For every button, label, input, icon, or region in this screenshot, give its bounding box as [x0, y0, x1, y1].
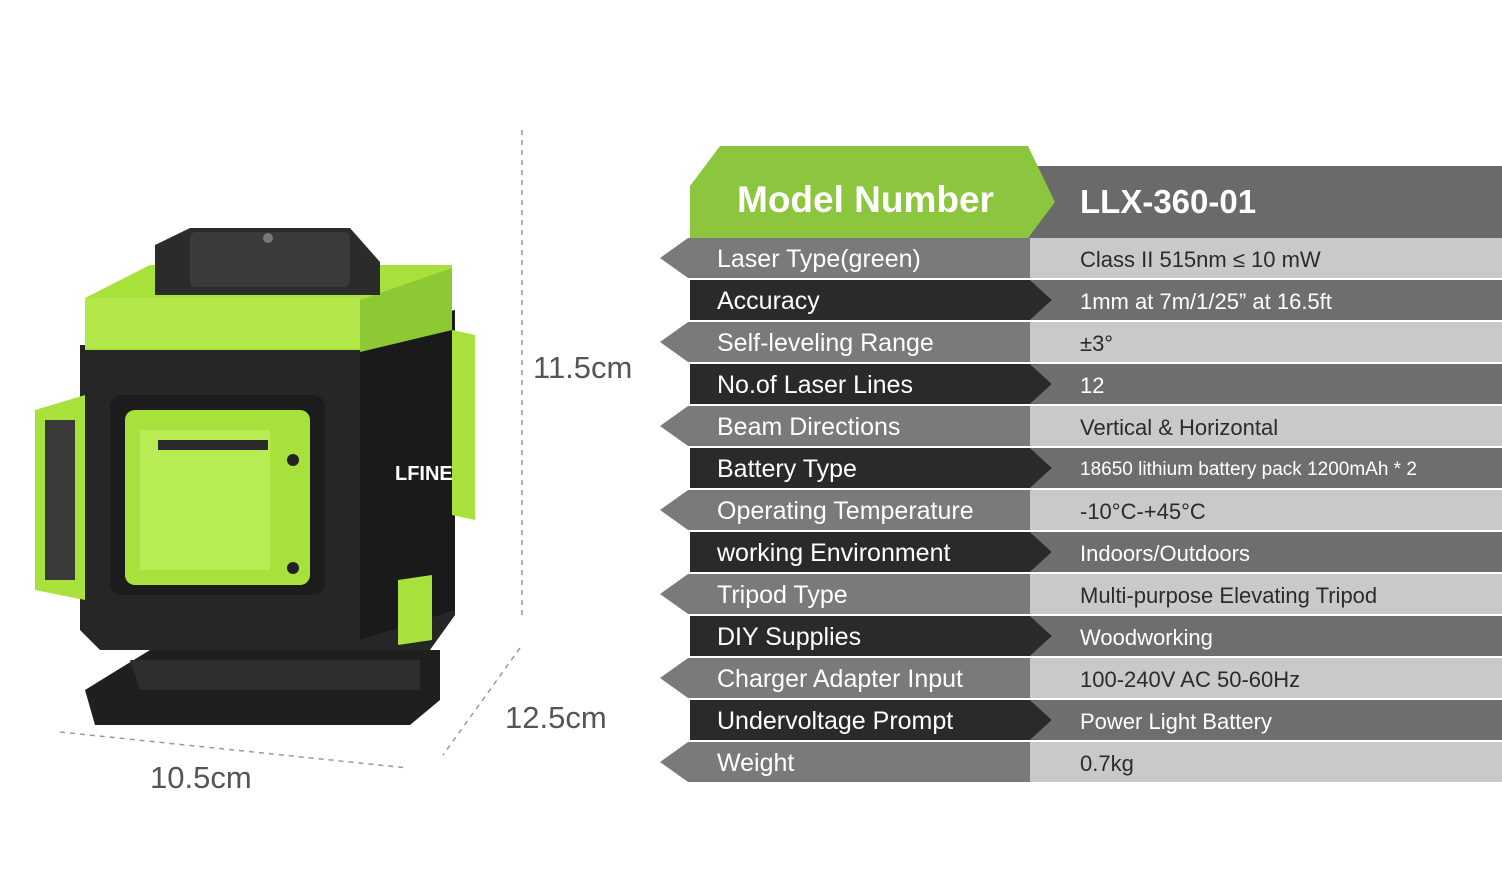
- spec-label: Laser Type(green): [717, 245, 921, 273]
- model-number-value: LLX-360-01: [1080, 183, 1257, 220]
- spec-row: No.of Laser Lines 12: [660, 364, 1502, 404]
- spec-value: 1mm at 7m/1/25” at 16.5ft: [1080, 289, 1332, 314]
- spec-table: Model Number LLX-360-01 Laser Type(green…: [660, 146, 1502, 792]
- spec-value: Indoors/Outdoors: [1080, 541, 1250, 566]
- spec-value: 100-240V AC 50-60Hz: [1080, 667, 1301, 692]
- spec-value: 0.7kg: [1080, 751, 1134, 776]
- spec-row-background: [690, 448, 1502, 488]
- spec-label: DIY Supplies: [717, 623, 862, 651]
- spec-row: Weight 0.7kg: [660, 742, 1502, 782]
- spec-value: Woodworking: [1080, 625, 1213, 650]
- spec-row-background: [660, 658, 1502, 698]
- spec-row: Accuracy 1mm at 7m/1/25” at 16.5ft: [660, 280, 1502, 320]
- depth-dimension-label: 12.5cm: [505, 700, 607, 735]
- spec-value: -10°C-+45°C: [1080, 499, 1206, 524]
- spec-row-background: [660, 490, 1502, 530]
- spec-label: Self-leveling Range: [717, 329, 934, 357]
- spec-row-background: [690, 700, 1502, 740]
- model-number-label: Model Number: [737, 179, 994, 220]
- spec-row-background: [690, 616, 1502, 656]
- spec-value: 18650 lithium battery pack 1200mAh * 2: [1080, 459, 1417, 480]
- spec-value: Power Light Battery: [1080, 709, 1272, 734]
- spec-row: Laser Type(green) Class II 515nm ≤ 10 mW: [660, 238, 1502, 278]
- spec-row: Charger Adapter Input 100-240V AC 50-60Hz: [660, 658, 1502, 698]
- spec-row: DIY Supplies Woodworking: [660, 616, 1502, 656]
- spec-row: Self-leveling Range ±3°: [660, 322, 1502, 362]
- spec-row-background: [660, 742, 1502, 782]
- spec-label: Weight: [717, 749, 795, 777]
- spec-row: Beam Directions Vertical & Horizontal: [660, 406, 1502, 446]
- spec-row-background: [690, 280, 1502, 320]
- spec-row: Tripod Type Multi-purpose Elevating Tripo…: [660, 574, 1502, 614]
- spec-label: Beam Directions: [717, 413, 901, 441]
- spec-row-background: [690, 364, 1502, 404]
- spec-value: 12: [1080, 373, 1105, 398]
- spec-value: Multi-purpose Elevating Tripod: [1080, 583, 1378, 608]
- spec-label: Charger Adapter Input: [717, 665, 963, 693]
- spec-label: Undervoltage Prompt: [717, 707, 954, 735]
- spec-label: Tripod Type: [717, 581, 848, 609]
- spec-row-background: [660, 238, 1502, 278]
- spec-value: Vertical & Horizontal: [1080, 415, 1279, 440]
- spec-value: ±3°: [1080, 331, 1114, 356]
- spec-label: working Environment: [717, 539, 951, 567]
- spec-row-background: [660, 574, 1502, 614]
- spec-row-background: [690, 532, 1502, 572]
- spec-row: Battery Type 18650 lithium battery pack 1…: [660, 448, 1502, 488]
- width-dimension-label: 10.5cm: [150, 760, 252, 795]
- depth-dimension-line: [442, 647, 521, 756]
- spec-label: Accuracy: [717, 287, 820, 315]
- spec-row-background: [660, 322, 1502, 362]
- width-dimension-line: [59, 731, 409, 769]
- spec-row-background: [660, 406, 1502, 446]
- brand-logo: LFINE: [395, 463, 453, 485]
- spec-row: working Environment Indoors/Outdoors: [660, 532, 1502, 572]
- height-dimension-label: 11.5cm: [533, 350, 633, 385]
- laser-level-illustration: LFINE: [35, 130, 523, 769]
- spec-value: Class II 515nm ≤ 10 mW: [1080, 247, 1321, 272]
- spec-header-background: [690, 146, 1502, 238]
- spec-label: No.of Laser Lines: [717, 371, 913, 399]
- spec-label: Battery Type: [717, 455, 857, 483]
- spec-row: Undervoltage Prompt Power Light Battery: [660, 700, 1502, 740]
- product-image-area: LFINE 11.5cm 12.5cm 10.5cm: [0, 0, 660, 884]
- spec-row: Operating Temperature -10°C-+45°C: [660, 490, 1502, 530]
- spec-label: Operating Temperature: [717, 497, 974, 525]
